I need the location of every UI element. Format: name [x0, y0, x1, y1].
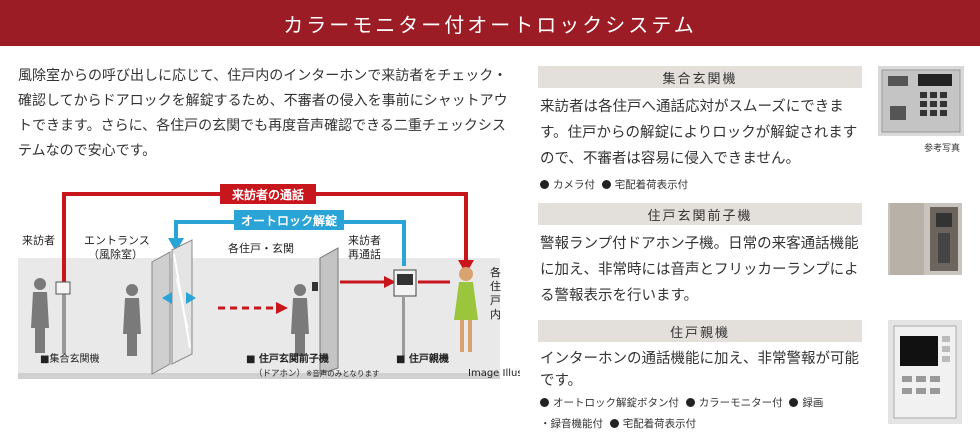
page-header: カラーモニター付オートロックシステム — [0, 0, 980, 46]
image-illust-label: Image Illust — [468, 368, 520, 379]
label-windroom: （風除室） — [88, 247, 143, 261]
resident-figure — [454, 267, 478, 352]
door-open-arrow-right — [186, 292, 196, 304]
legend-lobby-unit: ■集合玄関機 — [40, 352, 99, 365]
lobby-unit-photo — [878, 66, 964, 136]
legend-door-unit: ■ 住戸玄関前子機 — [246, 352, 329, 365]
label-resident-1: 各 — [490, 265, 501, 279]
bullet-icon — [609, 419, 619, 428]
bullet-icon — [540, 398, 549, 407]
section-body: 警報ランプ付ドアホン子機。日常の来客通話機能に加え、非常時には音声とフリッカーラ… — [540, 236, 859, 304]
approach-arrowhead — [276, 302, 288, 314]
section-lobby-unit: 集合玄関機 来訪者は各住戸へ通話応対がスムーズにできます。住戸からの解錠によりロ… — [538, 66, 862, 198]
label-resident-2: 住 — [490, 279, 501, 293]
label-entrance: エントランス — [84, 234, 150, 247]
section-door-unit: 住戸玄関前子機 警報ランプ付ドアホン子機。日常の来客通話機能に加え、非常時には音… — [538, 203, 862, 309]
section-master-unit: 住戸親機 インターホンの通話機能に加え、非常警報が可能です。 オートロック解錠ボ… — [538, 320, 862, 434]
visitor-figure — [31, 278, 49, 353]
photo-caption: 参考写真 — [924, 144, 961, 154]
label-visitor: 来訪者 — [22, 233, 55, 247]
section-features-line2: ・録音機能付 宅配着荷表示付 — [540, 418, 697, 430]
floor-edge — [18, 373, 500, 379]
entrance-figure — [123, 284, 141, 356]
legend-master-unit: ■ 住戸親機 — [396, 352, 449, 365]
entrance-door-left — [151, 251, 171, 375]
legend-door-unit-sub: （ドアホン） — [254, 368, 305, 379]
label-resident-3: 戸 — [490, 294, 501, 307]
autolock-label-box — [234, 210, 344, 230]
visitor-call-label-box — [220, 184, 316, 204]
bullet-icon — [789, 398, 799, 407]
page-title: カラーモニター付オートロックシステム — [283, 12, 697, 37]
bullet-icon — [601, 180, 611, 189]
autolock-arrowhead — [168, 238, 184, 252]
section-title: 住戸玄関前子機 — [538, 203, 862, 225]
door-unit-photo — [888, 203, 962, 275]
label-visitor-recall-2: 再通話 — [348, 247, 381, 261]
door-open-arrow-left — [162, 292, 172, 304]
floor-area — [18, 258, 500, 378]
autolock-illustration: 来訪者の通話 オートロック解錠 来訪者 エントランス （風除室） 各住戸・玄関 … — [18, 184, 520, 379]
intro-text: 風除室からの呼び出しに応じて、住戸内のインターホンで来訪者をチェック・確認してか… — [18, 68, 508, 159]
section-title: 集合玄関機 — [538, 66, 862, 88]
legend-door-unit-note: ※音声のみとなります — [306, 368, 380, 378]
unit-door — [319, 247, 339, 375]
master-unit-photo — [888, 320, 962, 424]
bullet-icon — [685, 398, 695, 407]
label-visitor-recall-1: 来訪者 — [348, 233, 381, 247]
visitor-call-label: 来訪者の通話 — [231, 187, 304, 202]
section-body: インターホンの通話機能に加え、非常警報が可能です。 — [540, 351, 859, 389]
section-features: カメラ付 宅配着荷表示付 — [538, 172, 862, 198]
recall-arrowhead — [384, 276, 396, 288]
lobby-unit-device — [55, 281, 71, 295]
section-features-line1: オートロック解錠ボタン付 カラーモニター付 録画 — [538, 392, 862, 414]
door-unit-device — [312, 282, 318, 291]
label-each-unit: 各住戸・玄関 — [228, 241, 294, 255]
lobby-unit-pole — [62, 288, 66, 354]
bullet-icon — [540, 180, 549, 189]
unit-door-figure — [291, 284, 309, 356]
label-resident-4: 内 — [490, 307, 501, 321]
section-body: 来訪者は各住戸へ通話応対がスムーズにできます。住戸からの解錠によりロックが解錠さ… — [540, 99, 858, 167]
autolock-label: オートロック解錠 — [241, 213, 337, 228]
section-title: 住戸親機 — [538, 320, 862, 342]
